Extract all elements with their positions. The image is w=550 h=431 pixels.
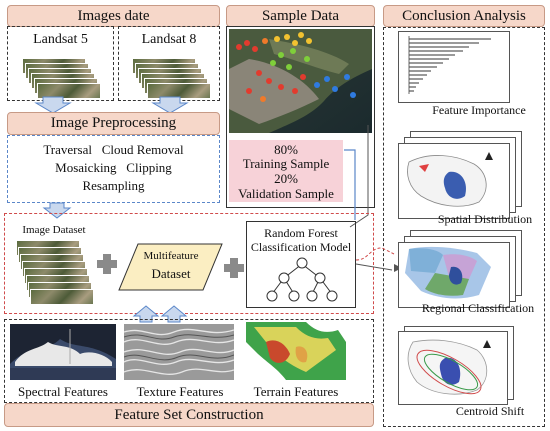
plus-icon-1: [97, 254, 117, 274]
validation-label: Validation Sample: [238, 186, 334, 201]
multifeature-parallelogram: [118, 243, 223, 291]
centroid-thumb-front: [398, 331, 508, 405]
conclusion-item-3: Regional Classification: [421, 301, 535, 315]
terrain-label: Terrain Features: [253, 384, 339, 399]
feature-importance-chart: [408, 36, 491, 94]
arrows-up-from-features: [132, 305, 188, 323]
conclusion-item-2: Spatial Distribution: [437, 212, 533, 226]
spatial-thumb-front: [398, 143, 510, 219]
multifeature-line-1: Multifeature: [143, 250, 199, 262]
images-date-header: Images date: [7, 5, 220, 27]
landsat5-label: Landsat 5: [33, 32, 88, 47]
conclusion-box: [383, 27, 545, 427]
conclusion-header: Conclusion Analysis: [383, 5, 545, 27]
conclusion-item-4: Centroid Shift: [455, 404, 525, 418]
sample-map-image: [229, 29, 372, 133]
model-row-box: [4, 213, 374, 314]
preprocessing-line-1: Traversal Cloud Removal: [43, 142, 184, 157]
landsat8-label: Landsat 8: [141, 32, 197, 47]
regional-classification-map: [405, 246, 491, 299]
sample-data-header: Sample Data: [226, 5, 375, 27]
sample-data-panel: [226, 26, 375, 208]
spectral-label: Spectral Features: [18, 384, 108, 399]
rf-line-1: Random Forest: [264, 226, 338, 240]
model-to-conclusion-connector: [355, 247, 402, 272]
preprocessing-title: Image Preprocessing: [50, 115, 177, 131]
feature-set-box: [4, 319, 374, 403]
plus-icon-2: [224, 258, 244, 278]
sample-split-box: [229, 140, 343, 202]
feature-set-header: Feature Set Construction: [4, 403, 374, 427]
feature-importance-thumb: [398, 31, 510, 103]
image-dataset-label: Image Dataset: [22, 224, 86, 236]
multifeature-line-2: Dataset: [151, 266, 191, 281]
validation-pct: 20%: [274, 171, 298, 186]
training-pct: 80%: [274, 142, 298, 157]
sample-data-title: Sample Data: [261, 7, 340, 24]
decision-tree-icon: [266, 257, 338, 302]
arrows-to-preprocessing: [34, 96, 189, 114]
regional-thumb-front: [398, 242, 510, 308]
preprocessing-line-2: Mosaicking Clipping: [55, 160, 172, 175]
conclusion-item-1: Feature Importance: [432, 103, 526, 117]
rf-line-2: Classification Model: [250, 240, 352, 254]
preprocessing-header: Image Preprocessing: [7, 112, 220, 135]
feature-set-title: Feature Set Construction: [114, 406, 264, 423]
texture-label: Texture Features: [136, 384, 224, 399]
texture-features-image: [124, 324, 234, 380]
sample-bracket-lines: [344, 125, 369, 228]
spatial-distribution-map: [407, 152, 493, 207]
rf-model-box: [246, 221, 356, 308]
terrain-features-image: [246, 322, 346, 380]
centroid-shift-map: [407, 339, 491, 395]
training-label: Training Sample: [242, 156, 330, 171]
spectral-features-image: [10, 324, 116, 380]
conclusion-title: Conclusion Analysis: [402, 7, 526, 24]
preprocessing-box: [7, 135, 220, 203]
images-date-title: Images date: [77, 7, 150, 24]
preprocessing-line-3: Resampling: [82, 178, 145, 193]
